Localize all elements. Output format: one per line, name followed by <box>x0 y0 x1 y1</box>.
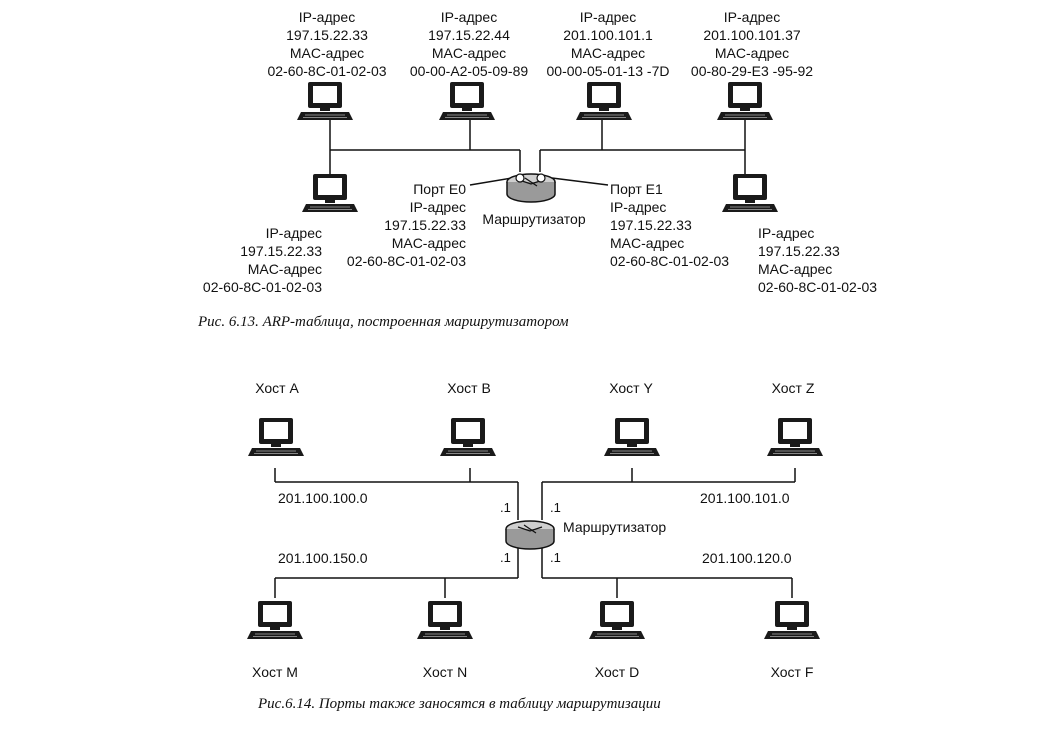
fig14-router-icon <box>505 520 555 550</box>
fig13-wires <box>329 118 746 186</box>
fig13-top-host-1-icon <box>296 81 354 121</box>
fig14-host-z-icon <box>766 417 824 457</box>
fig14-host-a-label: Хост A <box>255 380 299 396</box>
fig14-host-n-label: Хост N <box>422 664 468 680</box>
fig14-host-y-label: Хост Y <box>609 380 653 396</box>
fig14-wires <box>274 468 796 598</box>
fig14-host-d-icon <box>588 600 646 640</box>
fig13-router-icon <box>506 173 556 203</box>
fig14-host-d-label: Хост D <box>594 664 640 680</box>
fig14-host-a-icon <box>247 417 305 457</box>
fig14-network-2: 201.100.101.0 <box>700 490 790 506</box>
fig14-port-top-right: .1 <box>550 500 561 515</box>
fig14-host-b-label: Хост B <box>447 380 491 396</box>
fig13-port-e1-marker <box>536 173 546 183</box>
fig14-port-bottom-right: .1 <box>550 550 561 565</box>
fig14-network-3: 201.100.150.0 <box>278 550 368 566</box>
fig13-port-e0-marker <box>515 173 525 183</box>
fig14-router-label: Маршрутизатор <box>563 519 667 535</box>
fig14-host-f-icon <box>763 600 821 640</box>
fig14-host-b-icon <box>439 417 497 457</box>
fig14-host-n-icon <box>416 600 474 640</box>
fig14-host-m-icon <box>246 600 304 640</box>
fig14-host-m-label: Хост M <box>252 664 298 680</box>
fig14-host-f-label: Хост F <box>770 664 814 680</box>
fig13-top-host-2-icon <box>438 81 496 121</box>
fig14-network-1: 201.100.100.0 <box>278 490 368 506</box>
fig14-host-z-label: Хост Z <box>771 380 815 396</box>
fig13-router-label: Маршрутизатор <box>482 211 586 227</box>
fig14-port-bottom-left: .1 <box>500 550 511 565</box>
fig14-caption: Рис.6.14. Порты также заносятся в таблиц… <box>258 696 661 712</box>
fig13-top-host-3-icon <box>575 81 633 121</box>
fig13-top-host-4-icon <box>716 81 774 121</box>
fig14-host-y-icon <box>603 417 661 457</box>
fig13-caption: Рис. 6.13. ARP-таблица, построенная марш… <box>198 314 569 330</box>
fig14-network-4: 201.100.120.0 <box>702 550 792 566</box>
fig14-port-top-left: .1 <box>500 500 511 515</box>
